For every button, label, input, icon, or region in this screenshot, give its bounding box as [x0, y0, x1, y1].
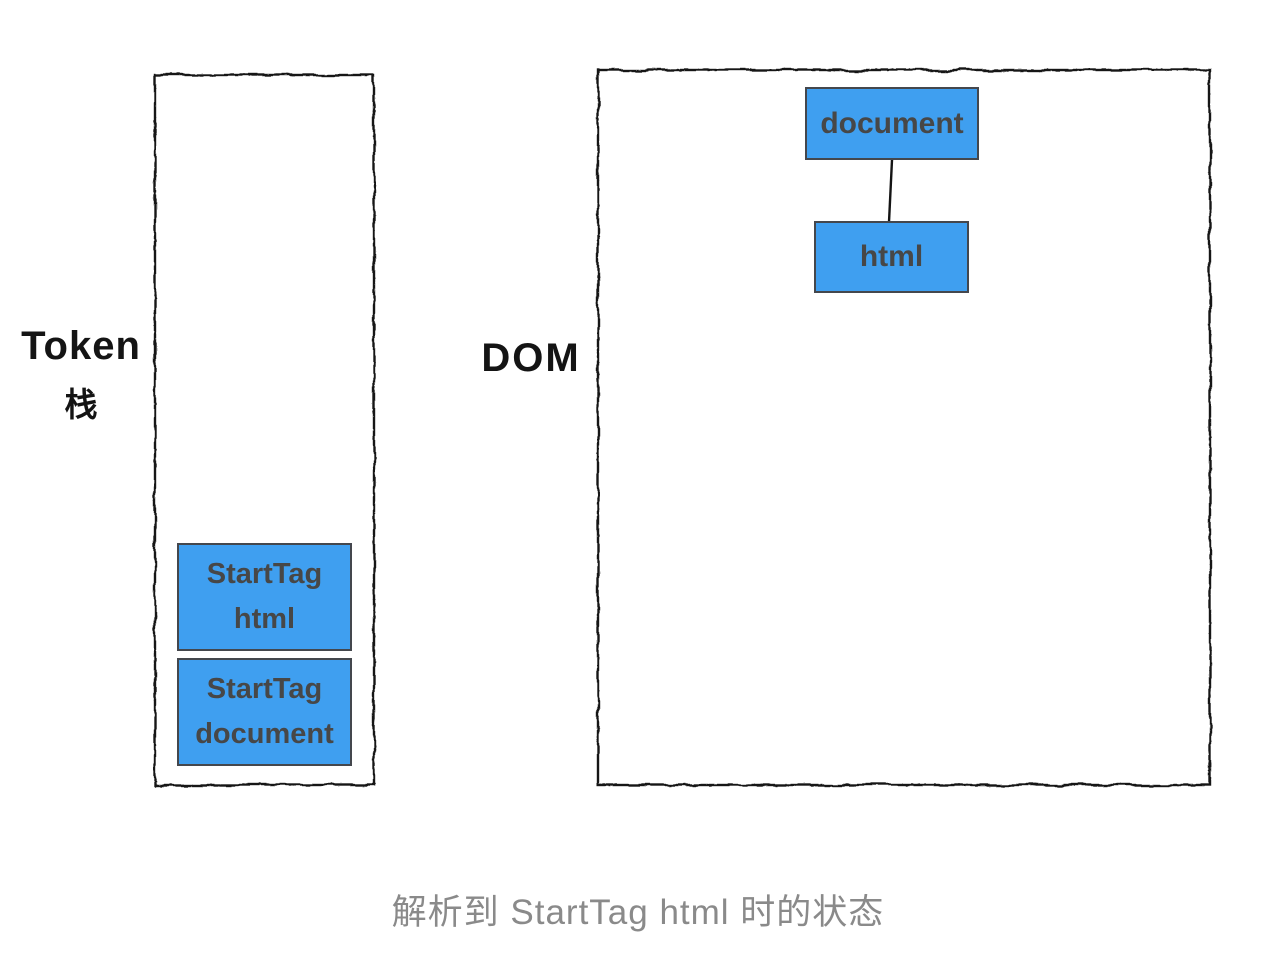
- token-stack-item-starttag-html: StartTag html: [177, 543, 352, 651]
- dom-node-html: html: [814, 221, 969, 293]
- token-name-label: document: [195, 718, 334, 750]
- token-type-label: StartTag: [206, 558, 323, 591]
- token-stack-label: Token 栈: [21, 326, 141, 421]
- token-type-label: StartTag: [206, 673, 323, 706]
- dom-label: DOM: [481, 336, 581, 380]
- token-stack-label-text: Token: [21, 324, 141, 368]
- tree-edge-document-html: [887, 159, 894, 223]
- token-stack-label-zh: 栈: [64, 386, 98, 423]
- token-stack-item-starttag-document: StartTag document: [177, 658, 352, 766]
- dom-node-document: document: [805, 87, 979, 160]
- token-stack-outline: [153, 73, 376, 787]
- token-name-label: html: [233, 603, 296, 635]
- caption: 解析到 StartTag html 时的状态: [391, 893, 885, 932]
- dom-panel-outline: [596, 68, 1212, 787]
